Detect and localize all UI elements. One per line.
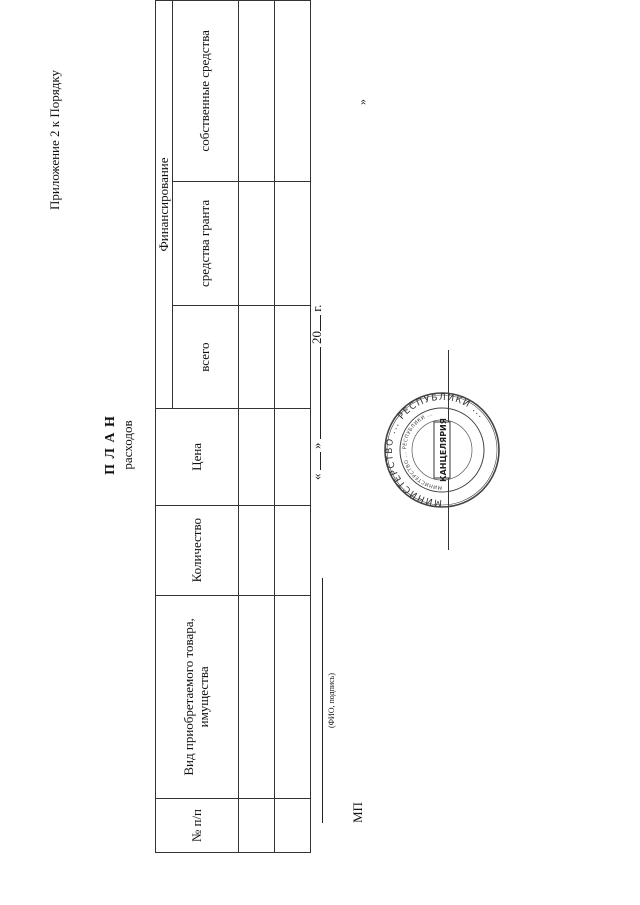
header-price: Цена: [155, 408, 239, 506]
table-cell: [274, 305, 311, 409]
month-blank: [308, 347, 321, 440]
table-cell: [238, 408, 275, 506]
table-cell: [274, 595, 311, 799]
appendix-note: Приложение 2 к Порядку: [47, 70, 62, 210]
header-item: Вид приобретаемого товара, имущества: [155, 595, 239, 799]
table-cell: [238, 505, 275, 596]
stamp-place-label: МП: [350, 802, 365, 823]
table-cell: [274, 798, 311, 853]
document-subtitle: расходов: [120, 420, 135, 470]
document-title: П Л А Н: [103, 415, 118, 475]
year-blank: [308, 315, 321, 331]
header-grant: средства гранта: [172, 181, 239, 306]
table-cell: [238, 0, 275, 182]
stray-quote-mark: »: [355, 99, 369, 105]
table-cell: [238, 305, 275, 409]
date-close-quote: »: [309, 442, 324, 450]
signature-line: [322, 578, 323, 823]
year-prefix: 20: [309, 331, 324, 344]
table-cell: [238, 595, 275, 799]
table-cell: [238, 798, 275, 853]
header-total: всего: [172, 305, 239, 409]
table-cell: [238, 181, 275, 306]
header-quantity: Количество: [155, 505, 239, 596]
official-seal-icon: МИНИСТЕРСТВО ... РЕСПУБЛИКИ ... МИНИСТЕР…: [384, 392, 500, 508]
table-cell: [274, 408, 311, 506]
svg-text:КАНЦЕЛЯРИЯ: КАНЦЕЛЯРИЯ: [439, 418, 448, 482]
table-cell: [274, 505, 311, 596]
table-row: [238, 0, 275, 853]
table-cell: [274, 0, 311, 182]
signature-hint: (ФИО, подпись): [327, 672, 336, 729]
header-own: собственные средства: [172, 0, 239, 182]
date-line: « » 20 г.: [308, 305, 325, 480]
year-suffix: г.: [309, 304, 324, 312]
table-row: [274, 0, 311, 853]
day-blank: [308, 452, 321, 471]
header-financing: Финансирование: [155, 0, 173, 409]
table-cell: [274, 181, 311, 306]
header-num: № п/п: [155, 798, 239, 853]
expense-table: № п/п Вид приобретаемого товара, имущест…: [155, 0, 311, 853]
date-open-quote: «: [309, 473, 324, 481]
